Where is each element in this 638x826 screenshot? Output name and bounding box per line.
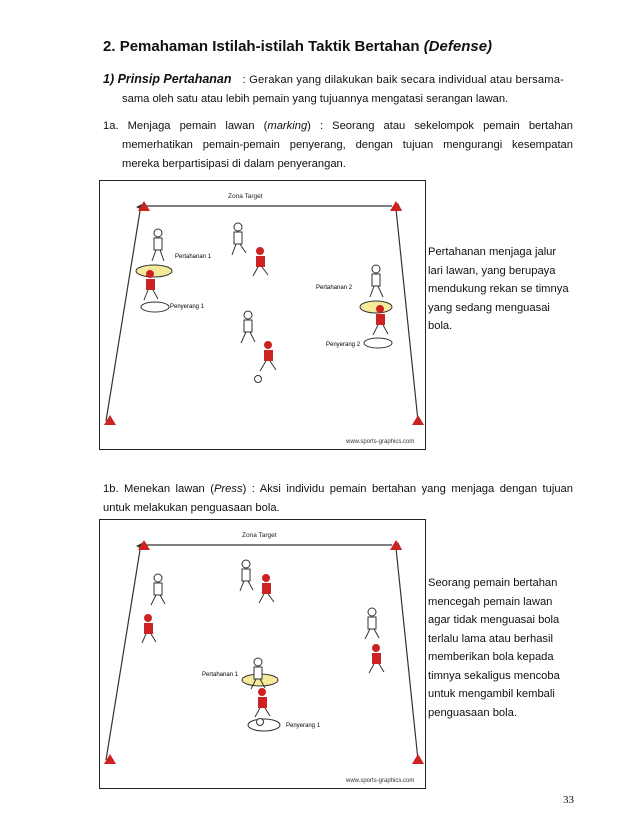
marking-suffix: ) : Seorang atau sekelompok pemain berta… (307, 120, 573, 132)
note2-line: timnya sekaligus mencoba (428, 669, 560, 682)
player-def-a (231, 222, 247, 256)
press-prefix: 1b. Menekan lawan ( (103, 483, 214, 495)
principle-label: 1) Prinsip Pertahanan (103, 72, 232, 86)
press-suffix: ) : Aksi individu pemain bertahan yang m… (242, 483, 574, 495)
marking-paragraph: 1a. Menjaga pemain lawan (marking) : Seo… (103, 117, 573, 174)
note1-line: yang sedang menguasai (428, 301, 550, 314)
marking-line3: mereka berpartisipasi di dalam penyerang… (122, 158, 346, 170)
principle-line2: sama oleh satu atau lebih pemain yang tu… (122, 93, 509, 105)
note1-line: mendukung rekan se timnya (428, 283, 569, 295)
note2-line: penguasaan bola. (428, 706, 517, 719)
section-heading: 2. Pemahaman Istilah-istilah Taktik Bert… (103, 38, 492, 55)
note2-line: untuk mengambil kembali (428, 688, 555, 700)
note1-line: bola. (428, 320, 453, 332)
player-d2-c (364, 607, 380, 640)
press-line2: untuk melakukan penguasaan bola. (103, 502, 280, 514)
note-marking: Pertahanan menjaga jalur lari lawan, yan… (428, 243, 578, 336)
marking-line2: memerhatikan pemain-pemain penyerang, de… (122, 139, 573, 151)
label-att2: Penyerang 2 (326, 342, 361, 348)
credit-2: www.sports-graphics.com (345, 778, 414, 784)
label2-def1: Pertahanan 1 (202, 672, 239, 678)
player-a2-b (258, 574, 275, 604)
player-def-1 (151, 228, 165, 262)
note2-line: memberikan bola kepada (428, 651, 554, 663)
principle-paragraph: 1) Prinsip Pertahanan : Gerakan yang dil… (103, 70, 573, 109)
ball-icon-2 (256, 718, 264, 726)
label2-att1: Penyerang 1 (286, 723, 321, 729)
ball-icon (254, 375, 262, 383)
pitch-drawing-1: Zona Target Pertahanan 1 Penyerang 1 Per… (104, 193, 424, 445)
heading-italic: (Defense) (423, 38, 493, 55)
heading-number: 2. (103, 38, 116, 55)
press-paragraph: 1b. Menekan lawan (Press) : Aksi individ… (103, 480, 573, 518)
press-term: Press (213, 483, 243, 495)
label-def1: Pertahanan 1 (175, 254, 212, 260)
label-att1: Penyerang 1 (170, 304, 205, 310)
player-att-1 (143, 270, 159, 301)
player-att-a (252, 247, 269, 277)
player-d2-a (150, 573, 166, 606)
marking-term: marking (267, 120, 308, 132)
player-def-2 (369, 264, 384, 298)
player-def1-2 (250, 657, 266, 690)
player-d2-b (239, 559, 254, 592)
player-att1-2 (254, 688, 271, 718)
heading-text: Pemahaman Istilah-istilah Taktik Bertaha… (119, 38, 420, 55)
player-att-b (259, 341, 277, 372)
principle-line1: : Gerakan yang dilakukan baik secara ind… (242, 74, 564, 86)
note2-line: terlalu lama atau berhasil (428, 632, 553, 645)
note2-line: mencegah pemain lawan (428, 595, 553, 608)
marking-prefix: 1a. Menjaga pemain lawan ( (103, 120, 268, 132)
credit-1: www.sports-graphics.com (345, 439, 414, 445)
diagram-press: Zona Target Pertahanan 1 Penyerang 1 www… (99, 519, 426, 789)
player-a2-a (141, 614, 157, 644)
zone-label-1: Zona Target (228, 193, 263, 200)
zone-label-2: Zona Target (242, 532, 277, 539)
note2-line: agar tidak menguasai bola (428, 614, 560, 626)
player-def-b (240, 310, 256, 344)
label-def2: Pertahanan 2 (316, 285, 353, 291)
note-press: Seorang pemain bertahan mencegah pemain … (428, 574, 578, 722)
player-a2-c (368, 644, 385, 674)
diagram-marking: Zona Target Pertahanan 1 Penyerang 1 Per… (99, 180, 426, 450)
note1-line: lari lawan, yang berupaya (428, 264, 556, 277)
note1-line: Pertahanan menjaga jalur (428, 246, 557, 258)
page-number: 33 (563, 794, 574, 806)
pitch-drawing-2: Zona Target Pertahanan 1 Penyerang 1 www… (104, 532, 424, 784)
note2-line: Seorang pemain bertahan (428, 577, 558, 589)
player-att-2 (372, 305, 389, 336)
